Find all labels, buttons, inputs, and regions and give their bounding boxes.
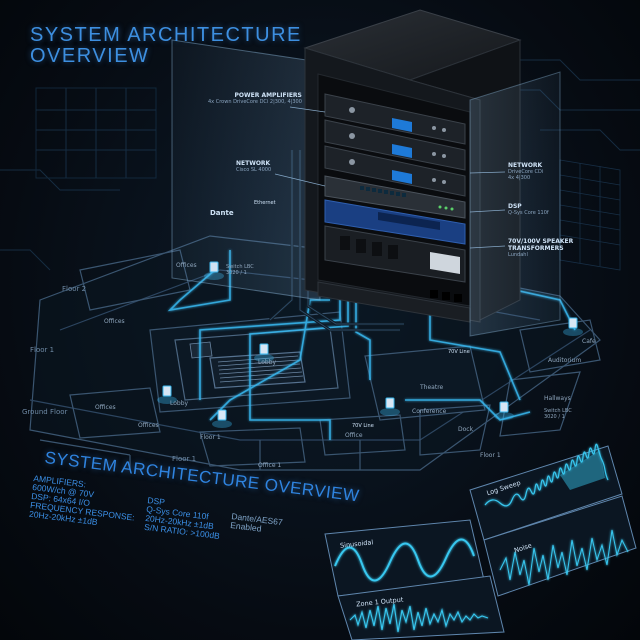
room-label: Dock <box>458 426 474 433</box>
room-label: Lobby <box>170 400 189 407</box>
floor-label: Floor 2 <box>62 285 87 293</box>
callout-dsp: DSP Q-Sys Core 110f <box>508 203 549 216</box>
callout-sub: Lundahl <box>508 252 528 258</box>
line-70v-label: 70V Line <box>448 349 470 355</box>
room-label: Office <box>345 432 363 439</box>
floor-label: Floor 1 <box>30 346 55 354</box>
callout-sub: DriveCore CDi <box>508 169 544 175</box>
room-label: Auditorium <box>548 357 582 364</box>
callout-sub: 4x Crown DriveCore DCi 2|300, 4|300 <box>208 99 302 105</box>
callout-sub: Q-Sys Core 110f <box>508 210 549 216</box>
callout-label: NETWORK <box>508 162 543 169</box>
room-label: Floor 1 <box>200 434 221 441</box>
line-70v-label-b: 70V Line <box>352 423 374 429</box>
room-label: Offices <box>138 422 159 429</box>
callout-power-amplifiers: POWER AMPLIFIERS 4x Crown DriveCore DCi … <box>208 92 302 105</box>
callout-label: DSP <box>508 203 522 210</box>
callout-label: NETWORK <box>236 160 271 167</box>
signal-cables <box>167 250 576 440</box>
room-label: Theatre <box>420 384 444 391</box>
room-label: Office 1 <box>258 462 282 469</box>
room-label: Cafe <box>582 338 596 345</box>
ethernet-label: Ethernet <box>254 200 276 206</box>
page-title-line1: SYSTEM ARCHITECTURE <box>30 24 302 46</box>
callout-network: NETWORK Cisco SL 4000 <box>236 160 271 173</box>
room-label: Switch LBC 3020 / 1 <box>544 408 572 420</box>
callout-label: 70V/100V SPEAKER TRANSFORMERS <box>508 238 574 252</box>
callout-label: POWER AMPLIFIERS <box>234 92 302 99</box>
callout-transformers: 70V/100V SPEAKER TRANSFORMERS Lundahl <box>508 238 608 258</box>
callout-sub: Cisco SL 4000 <box>236 167 272 173</box>
room-label: Offices <box>95 404 116 411</box>
floor-label: Ground Floor <box>22 408 68 416</box>
callout-sub: 4x 4|300 <box>508 175 531 181</box>
glass-panel-right <box>469 71 561 337</box>
callout-lines <box>274 106 506 249</box>
room-label: Floor 1 <box>480 452 501 459</box>
room-label: Offices <box>176 262 197 269</box>
room-label: Switch LBC 3020 / 1 <box>226 264 254 276</box>
glass-panel-left <box>171 39 321 301</box>
dante-label: Dante <box>210 209 234 217</box>
seating-rows <box>189 341 304 383</box>
room-label: Lobby <box>258 359 277 366</box>
callout-network-right: NETWORK DriveCore CDi 4x 4|300 <box>508 162 543 181</box>
waveform-panels <box>324 443 637 640</box>
page-title-line2: OVERVIEW <box>30 45 150 67</box>
room-label: Conference <box>412 408 447 415</box>
floor-label: Floor 1 <box>172 455 197 463</box>
room-label: Hallways <box>544 395 571 402</box>
room-label: Offices <box>104 318 125 325</box>
